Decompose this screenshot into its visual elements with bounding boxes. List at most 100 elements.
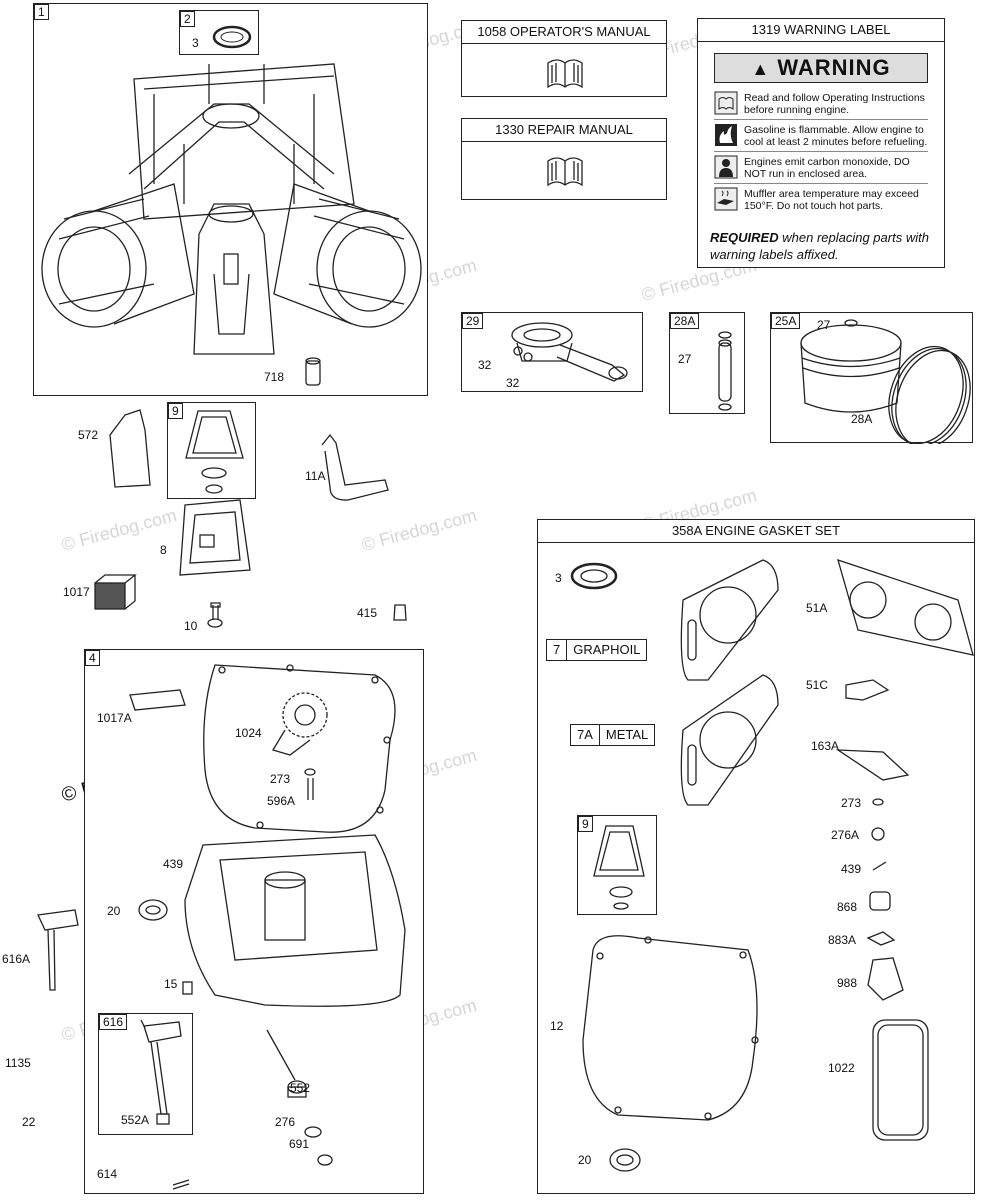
warning-title: ▲ WARNING <box>714 53 928 83</box>
piston-pin-drawing <box>718 331 732 411</box>
part-163a-label: 163A <box>811 739 840 753</box>
governor-616-box: 616 552A <box>98 1013 193 1135</box>
warning-row-text: Read and follow Operating Instructions b… <box>744 92 925 116</box>
governor-616-tag: 616 <box>99 1014 128 1030</box>
subassembly-2-tag: 2 <box>180 11 195 27</box>
person-icon <box>714 155 738 179</box>
part-11a-label: 11A <box>305 469 326 483</box>
part-28a-label: 28A <box>851 412 873 426</box>
governor-shaft-drawing <box>140 1019 182 1125</box>
part-8-label: 8 <box>160 543 167 557</box>
warning-row: Muffler area temperature may exceed 150°… <box>714 185 928 215</box>
part-276-label: 276 <box>275 1115 296 1129</box>
part-32-label: 32 <box>506 376 520 390</box>
warning-label-box: 1319 WARNING LABEL ▲ WARNING Read and fo… <box>697 18 945 268</box>
part-22-label: 22 <box>22 1115 36 1129</box>
graphoil-tag: 7 GRAPHOIL <box>546 639 648 661</box>
part-3-label: 3 <box>555 571 562 585</box>
part-718-label: 718 <box>264 370 285 384</box>
connecting-rod-box: 29 32 32 <box>461 312 643 392</box>
warning-row: Read and follow Operating Instructions b… <box>714 89 928 120</box>
part-988-label: 988 <box>837 976 858 990</box>
required-rest: when replacing parts with warning labels… <box>710 230 929 262</box>
warning-triangle-icon: ▲ <box>751 59 771 79</box>
repair-manual-box: 1330 REPAIR MANUAL <box>461 118 667 200</box>
gasket-set-drawing <box>570 558 974 1172</box>
loose-parts-drawing <box>37 409 407 991</box>
fire-icon <box>714 123 738 147</box>
gasket-9-tag: 9 <box>168 403 183 419</box>
sump-assembly-box: 4 <box>84 649 424 1194</box>
metal-number: 7A <box>571 725 600 745</box>
warning-row-text: Engines emit carbon monoxide, DO NOT run… <box>744 156 910 180</box>
part-32-label: 32 <box>478 358 492 372</box>
heat-icon <box>714 187 738 211</box>
part-1135-label: 1135 <box>5 1056 31 1070</box>
sump-assembly-tag: 4 <box>85 650 100 666</box>
book-icon <box>547 157 583 187</box>
subassembly-2-box: 2 3 <box>179 10 259 55</box>
part-691-label: 691 <box>289 1137 310 1151</box>
part-883a-label: 883A <box>828 933 857 947</box>
part-1024-label: 1024 <box>235 726 262 740</box>
gasket-9-box: 9 <box>167 402 256 499</box>
warning-row-text: Muffler area temperature may exceed 150°… <box>744 188 919 212</box>
part-572-label: 572 <box>78 428 99 442</box>
graphoil-number: 7 <box>547 640 568 660</box>
piston-box: 25A 27 28A <box>770 312 973 444</box>
gasket-set-box: 358A ENGINE GASKET SET <box>537 519 975 1194</box>
metal-text: METAL <box>605 727 649 742</box>
required-bold: REQUIRED <box>710 230 779 245</box>
connecting-rod-drawing <box>511 322 628 382</box>
part-15-label: 15 <box>164 977 178 991</box>
part-27-label: 27 <box>817 318 831 332</box>
part-27-label: 27 <box>678 352 692 366</box>
part-276a-label: 276A <box>831 828 860 842</box>
piston-pin-tag: 28A <box>670 313 700 329</box>
operators-manual-box: 1058 OPERATOR'S MANUAL <box>461 20 667 97</box>
part-273-label: 273 <box>270 772 291 786</box>
metal-tag: 7A METAL <box>570 724 656 746</box>
assembly-1-box: 1 <box>33 3 428 396</box>
warning-title-text: WARNING <box>777 55 891 80</box>
part-12-label: 12 <box>550 1019 564 1033</box>
part-415-label: 415 <box>357 606 378 620</box>
part-273-label: 273 <box>841 796 862 810</box>
piston-tag: 25A <box>771 313 801 329</box>
part-1022-label: 1022 <box>828 1061 855 1075</box>
part-596a-label: 596A <box>267 794 296 808</box>
gasket-9-tag: 9 <box>578 816 593 832</box>
part-20-label: 20 <box>107 904 121 918</box>
assembly-1-tag: 1 <box>34 4 49 20</box>
gasket-9-drawing <box>185 410 244 494</box>
warning-required-note: REQUIRED when replacing parts with warni… <box>710 229 934 263</box>
part-3-label: 3 <box>192 36 199 50</box>
warning-row: Gasoline is flammable. Allow engine to c… <box>714 121 928 152</box>
part-439-label: 439 <box>841 862 862 876</box>
part-868-label: 868 <box>837 900 858 914</box>
part-1017-label: 1017 <box>63 585 90 599</box>
warning-row-text: Gasoline is flammable. Allow engine to c… <box>744 124 928 148</box>
part-51c-label: 51C <box>806 678 829 692</box>
sump-drawing <box>129 664 406 1190</box>
piston-pin-box: 28A 27 <box>669 312 745 414</box>
piston-drawing <box>800 319 971 444</box>
part-552a-label: 552A <box>121 1113 150 1127</box>
warning-label-header: 1319 WARNING LABEL <box>698 19 944 42</box>
part-552-label: 552 <box>290 1081 311 1095</box>
book-icon <box>714 91 738 115</box>
graphoil-text: GRAPHOIL <box>573 642 641 657</box>
book-icon <box>547 59 583 89</box>
repair-manual-title: 1330 REPAIR MANUAL <box>462 119 666 142</box>
gasket-set-header: 358A ENGINE GASKET SET <box>538 520 974 543</box>
connecting-rod-tag: 29 <box>462 313 484 329</box>
part-51a-label: 51A <box>806 601 828 615</box>
part-439-label: 439 <box>163 857 184 871</box>
warning-row: Engines emit carbon monoxide, DO NOT run… <box>714 153 928 184</box>
operators-manual-title: 1058 OPERATOR'S MANUAL <box>462 21 666 44</box>
engine-block-drawing <box>41 63 422 386</box>
gasket-9-drawing <box>593 825 645 910</box>
part-614-label: 614 <box>97 1167 118 1181</box>
gasket-9-box: 9 <box>577 815 657 915</box>
part-20-label: 20 <box>578 1153 592 1167</box>
